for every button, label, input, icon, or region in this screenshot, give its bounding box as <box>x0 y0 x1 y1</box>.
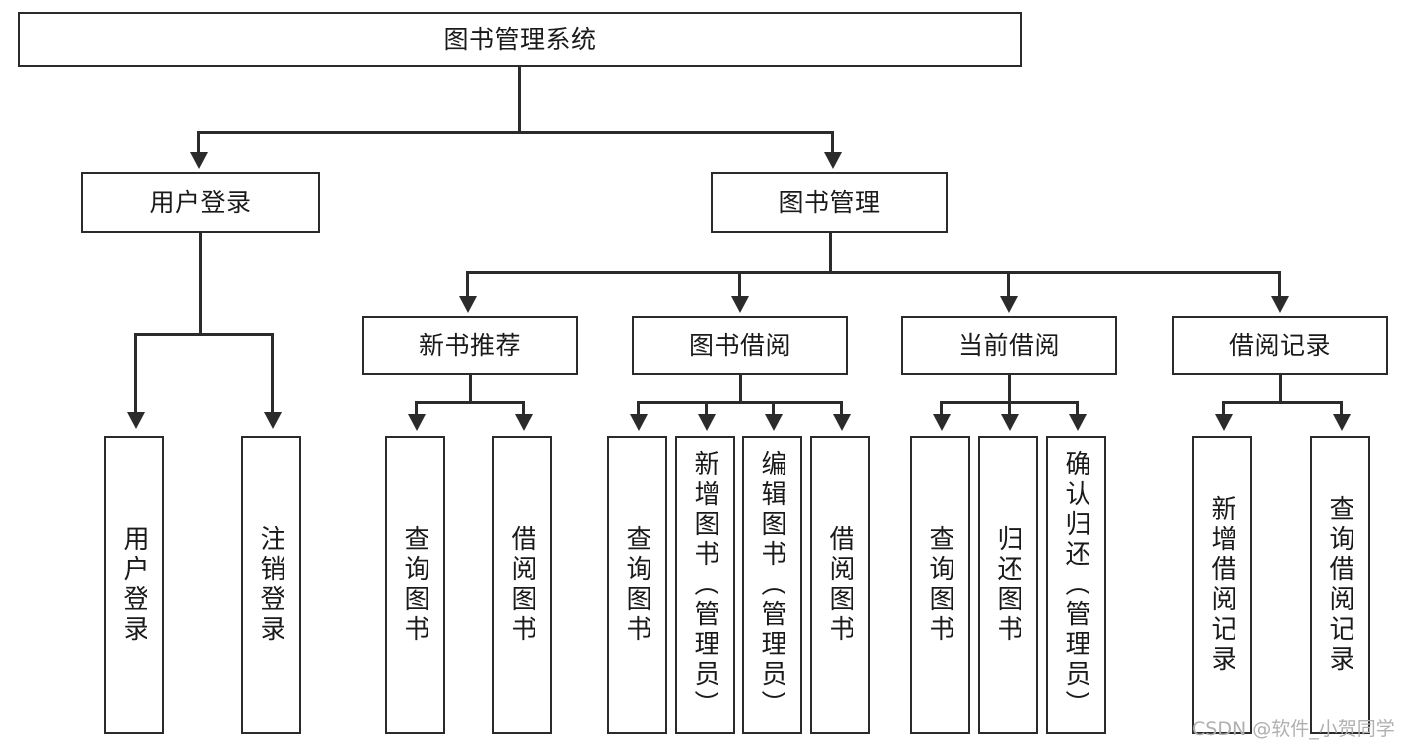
edge-user-login-to-leaf-1 <box>134 333 137 415</box>
node-borrow-record-label: 借阅记录 <box>1228 330 1331 360</box>
node-leaf-query-book-1-label: 查询图书 <box>402 525 428 645</box>
arrow-current-borrow-to-leaf-3 <box>1069 414 1087 431</box>
node-leaf-query-book-1[interactable]: 查询图书 <box>385 436 445 734</box>
arrow-book-borrow-to-leaf-2 <box>698 414 716 431</box>
node-leaf-return-book-label: 归还图书 <box>995 525 1021 645</box>
node-leaf-borrow-book-1[interactable]: 借阅图书 <box>492 436 552 734</box>
edge-current-borrow-to-leaf-2 <box>1008 401 1011 417</box>
edge-borrow-record-to-leaf-1 <box>1222 401 1225 417</box>
arrow-book-borrow-to-leaf-4 <box>833 414 851 431</box>
node-book-manage[interactable]: 图书管理 <box>711 172 948 233</box>
edge-root-bus <box>197 131 834 134</box>
arrow-book-borrow-to-leaf-1 <box>630 414 648 431</box>
node-book-manage-label: 图书管理 <box>778 187 881 217</box>
node-leaf-query-book-2-label: 查询图书 <box>624 525 650 645</box>
edge-user-login-stem <box>199 232 202 333</box>
edge-new-book-bus <box>415 401 525 404</box>
arrow-book-manage-to-current-borrow <box>1000 296 1018 313</box>
node-leaf-user-logout-label: 注销登录 <box>258 525 284 645</box>
node-leaf-borrow-book-1-label: 借阅图书 <box>509 525 535 645</box>
node-leaf-edit-book[interactable]: 编辑图书（管理员） <box>742 436 802 734</box>
edge-new-book-to-leaf-2 <box>522 401 525 417</box>
edge-borrow-record-to-leaf-2 <box>1340 401 1343 417</box>
edge-book-manage-to-current-borrow <box>1007 271 1010 299</box>
edge-root-to-user-login <box>197 131 200 155</box>
node-leaf-add-record-label: 新增借阅记录 <box>1209 495 1235 675</box>
edge-borrow-record-stem <box>1279 374 1282 401</box>
node-leaf-query-record[interactable]: 查询借阅记录 <box>1310 436 1370 734</box>
node-current-borrow[interactable]: 当前借阅 <box>901 316 1117 375</box>
arrow-borrow-record-to-leaf-1 <box>1215 414 1233 431</box>
node-current-borrow-label: 当前借阅 <box>957 330 1060 360</box>
node-user-login-label: 用户登录 <box>149 187 252 217</box>
edge-root-to-book-manage <box>831 131 834 155</box>
edge-user-login-to-leaf-2 <box>271 333 274 415</box>
edge-new-book-stem <box>469 374 472 401</box>
arrow-user-login-to-leaf-1 <box>127 412 145 429</box>
arrow-root-to-book-manage <box>824 152 842 169</box>
edge-current-borrow-to-leaf-1 <box>940 401 943 417</box>
edge-book-manage-to-borrow-record <box>1278 271 1281 299</box>
node-user-login[interactable]: 用户登录 <box>81 172 320 233</box>
edge-book-manage-stem <box>829 232 832 271</box>
edge-book-borrow-to-leaf-4 <box>840 401 843 417</box>
node-root[interactable]: 图书管理系统 <box>18 12 1022 67</box>
edge-user-login-bus <box>134 333 274 336</box>
node-leaf-user-logout[interactable]: 注销登录 <box>241 436 301 734</box>
node-leaf-add-book[interactable]: 新增图书（管理员） <box>675 436 735 734</box>
node-leaf-query-record-label: 查询借阅记录 <box>1327 495 1353 675</box>
node-leaf-add-book-label: 新增图书（管理员） <box>692 450 718 720</box>
arrow-book-manage-to-book-borrow <box>731 296 749 313</box>
edge-new-book-to-leaf-1 <box>415 401 418 417</box>
arrow-book-borrow-to-leaf-3 <box>765 414 783 431</box>
arrow-book-manage-to-new-book <box>459 296 477 313</box>
node-leaf-edit-book-label: 编辑图书（管理员） <box>759 450 785 720</box>
node-root-label: 图书管理系统 <box>443 24 597 54</box>
edge-book-borrow-stem <box>739 374 742 401</box>
edge-book-borrow-to-leaf-3 <box>772 401 775 417</box>
node-leaf-borrow-book-2-label: 借阅图书 <box>827 525 853 645</box>
node-leaf-confirm-return-label: 确认归还（管理员） <box>1063 450 1089 720</box>
arrow-book-manage-to-borrow-record <box>1271 296 1289 313</box>
edge-root-stem <box>518 66 521 131</box>
arrow-current-borrow-to-leaf-2 <box>1001 414 1019 431</box>
node-book-borrow[interactable]: 图书借阅 <box>632 316 848 375</box>
node-leaf-confirm-return[interactable]: 确认归还（管理员） <box>1046 436 1106 734</box>
edge-current-borrow-stem <box>1008 374 1011 401</box>
node-leaf-user-login[interactable]: 用户登录 <box>104 436 164 734</box>
arrow-borrow-record-to-leaf-2 <box>1333 414 1351 431</box>
edge-book-manage-to-new-book <box>466 271 469 299</box>
edge-book-manage-bus <box>466 271 1278 274</box>
node-leaf-return-book[interactable]: 归还图书 <box>978 436 1038 734</box>
arrow-root-to-user-login <box>190 152 208 169</box>
node-new-book-recommend-label: 新书推荐 <box>418 330 521 360</box>
node-leaf-query-book-3-label: 查询图书 <box>927 525 953 645</box>
node-leaf-user-login-label: 用户登录 <box>121 525 147 645</box>
arrow-new-book-to-leaf-1 <box>408 414 426 431</box>
node-borrow-record[interactable]: 借阅记录 <box>1172 316 1388 375</box>
edge-borrow-record-bus <box>1222 401 1340 404</box>
node-leaf-borrow-book-2[interactable]: 借阅图书 <box>810 436 870 734</box>
node-book-borrow-label: 图书借阅 <box>688 330 791 360</box>
node-leaf-add-record[interactable]: 新增借阅记录 <box>1192 436 1252 734</box>
node-leaf-query-book-3[interactable]: 查询图书 <box>910 436 970 734</box>
arrow-current-borrow-to-leaf-1 <box>933 414 951 431</box>
edge-current-borrow-to-leaf-3 <box>1076 401 1079 417</box>
node-new-book-recommend[interactable]: 新书推荐 <box>362 316 578 375</box>
edge-book-borrow-to-leaf-1 <box>637 401 640 417</box>
edge-book-borrow-bus <box>637 401 843 404</box>
arrow-user-login-to-leaf-2 <box>264 412 282 429</box>
node-leaf-query-book-2[interactable]: 查询图书 <box>607 436 667 734</box>
arrow-new-book-to-leaf-2 <box>515 414 533 431</box>
edge-book-borrow-to-leaf-2 <box>705 401 708 417</box>
edge-book-manage-to-book-borrow <box>738 271 741 299</box>
